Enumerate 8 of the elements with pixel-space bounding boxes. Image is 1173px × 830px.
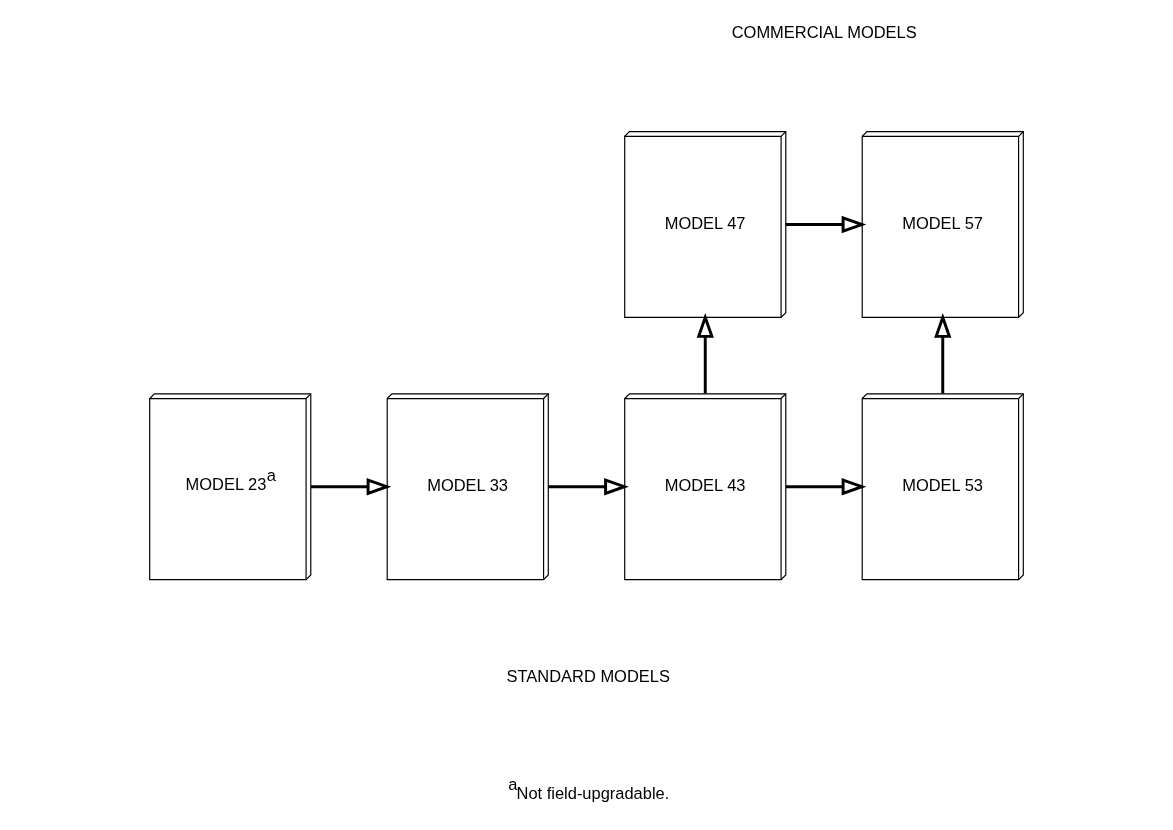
arrow — [548, 478, 629, 496]
arrow — [310, 478, 392, 496]
label: COMMERCIAL MODELS — [731, 23, 917, 42]
arrow — [696, 313, 714, 394]
arrow — [785, 478, 867, 496]
arrow — [785, 215, 867, 234]
arrow — [934, 313, 952, 394]
label: STANDARD MODELS — [506, 666, 670, 685]
